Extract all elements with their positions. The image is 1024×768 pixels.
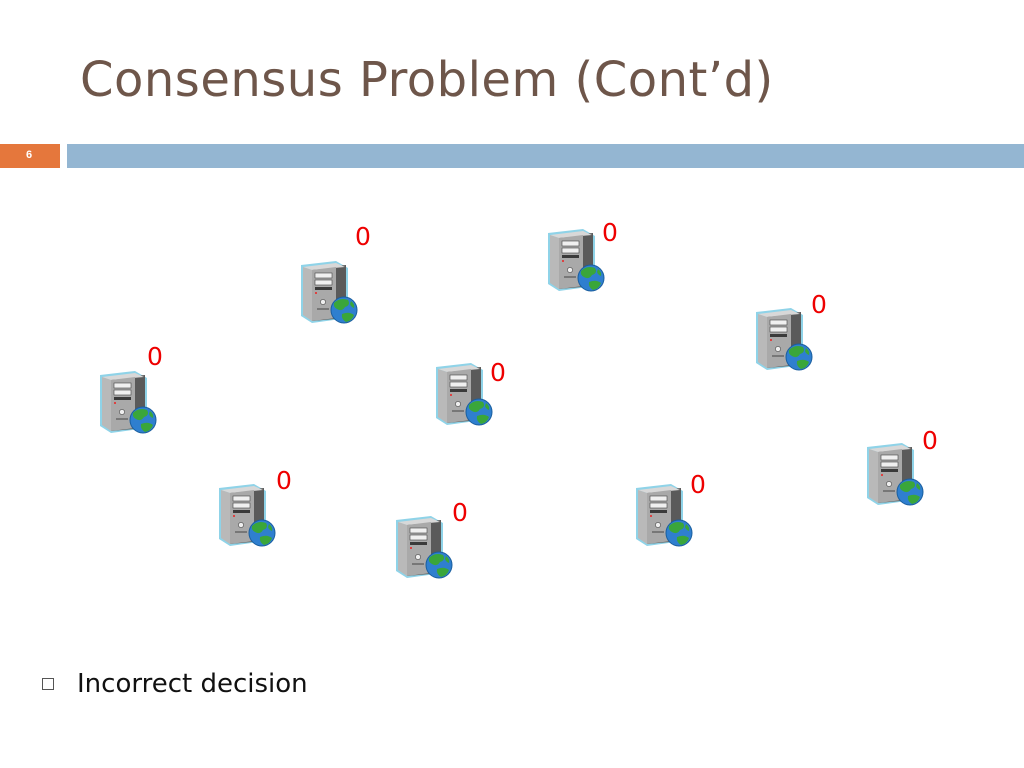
slide-number-box: 6 [0,144,60,168]
node-value-6: 0 [922,426,938,455]
server-node-9 [391,511,457,579]
server-node-7 [214,479,280,547]
node-value-2: 0 [602,218,618,247]
server-globe-icon [862,438,928,506]
node-value-7: 0 [276,466,292,495]
server-globe-icon [95,366,161,434]
server-globe-icon [751,303,817,371]
node-value-8: 0 [690,470,706,499]
server-node-8 [631,479,697,547]
server-globe-icon [214,479,280,547]
node-value-3: 0 [811,290,827,319]
server-globe-icon [391,511,457,579]
server-node-1 [296,256,362,324]
server-globe-icon [296,256,362,324]
node-value-4: 0 [147,342,163,371]
server-node-5 [431,358,497,426]
bullet-square-icon [42,678,54,690]
node-value-1: 0 [355,222,371,251]
header-bar [67,144,1024,168]
server-globe-icon [431,358,497,426]
bullet-text: Incorrect decision [77,669,308,699]
server-node-2 [543,224,609,292]
server-globe-icon [631,479,697,547]
node-value-5: 0 [490,358,506,387]
server-node-3 [751,303,817,371]
server-node-4 [95,366,161,434]
node-value-9: 0 [452,498,468,527]
slide-title: Consensus Problem (Cont’d) [80,52,774,108]
server-node-6 [862,438,928,506]
server-globe-icon [543,224,609,292]
